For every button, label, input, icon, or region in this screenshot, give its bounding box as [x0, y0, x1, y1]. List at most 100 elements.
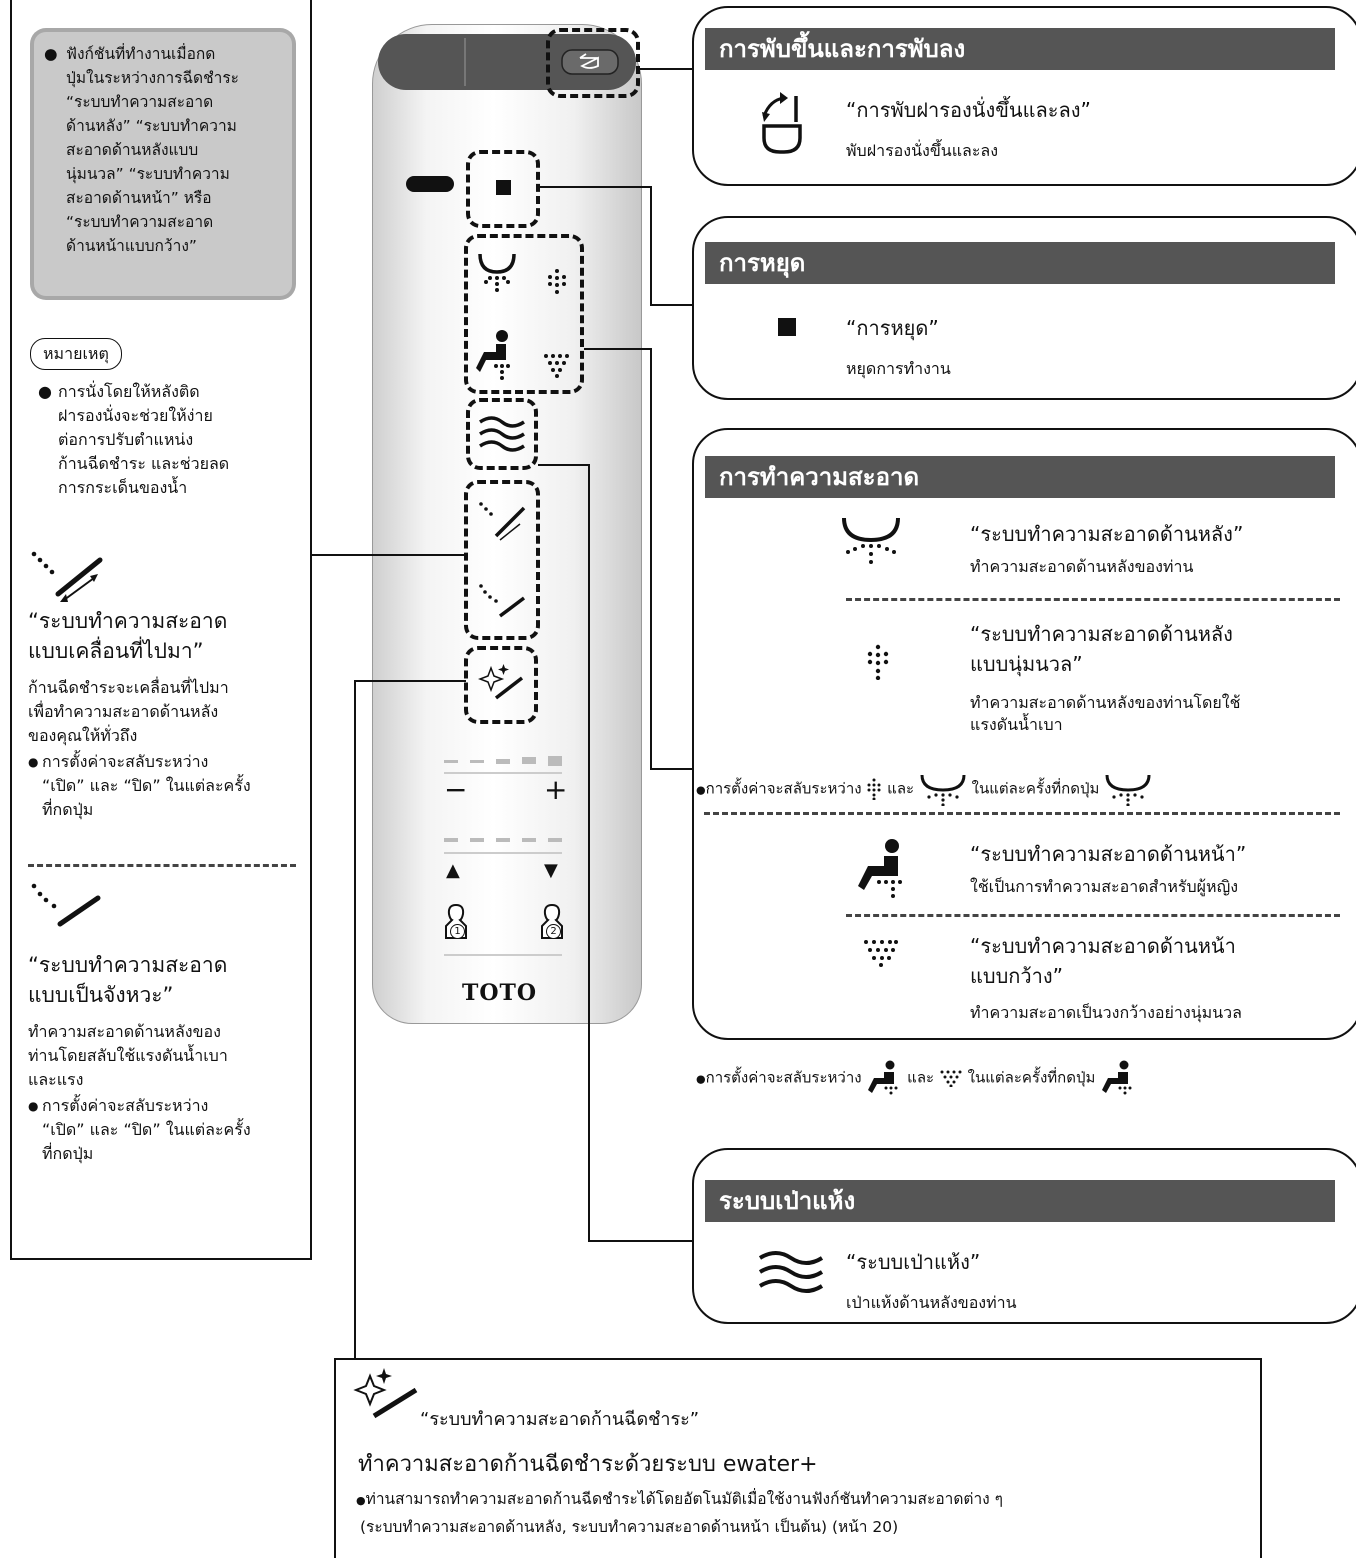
leader-line: [650, 768, 694, 770]
dryer-button-icon: [479, 416, 525, 452]
rear-cleansing-icon: [920, 774, 966, 807]
leader-line: [588, 1240, 694, 1242]
pressure-level-indicator: [444, 756, 564, 766]
remark-line: ก้านฉีดชำระ และช่วยลด: [58, 454, 230, 473]
note-line: “ระบบทำความสะอาด: [66, 93, 214, 111]
rear-cleansing-icon: [1105, 774, 1151, 807]
title-line: “ระบบทำความสะอาด: [28, 953, 228, 977]
toggle-text: ในแต่ละครั้งที่กดปุ่ม: [971, 779, 1100, 798]
wide-front-button-icon: [544, 354, 569, 378]
title-line: แบบเป็นจังหวะ”: [28, 983, 174, 1007]
desc-line: ทำความสะอาดด้านหลังของ: [28, 1022, 221, 1041]
pulsating-title: “ระบบทำความสะอาด แบบเป็นจังหวะ”: [28, 950, 227, 1010]
rear-cleansing-icon: [842, 517, 900, 564]
remark-line: การนั่งโดยให้หลังติด: [58, 382, 200, 401]
leader-line: [354, 680, 356, 1360]
oscillating-desc: ก้านฉีดชำระจะเคลื่อนที่ไปมา เพื่อทำความส…: [28, 676, 229, 748]
wand-clean-box: [334, 1358, 1262, 1558]
title-line: แบบนุ่มนวล”: [970, 652, 1083, 676]
oscillating-title: “ระบบทำความสะอาด แบบเคลื่อนที่ไปมา”: [28, 606, 227, 666]
soft-rear-cleansing-icon: [867, 644, 889, 680]
pulsating-button-icon: [479, 584, 526, 618]
cleansing-item-title: “ระบบทำความสะอาดด้านหน้า แบบกว้าง”: [970, 932, 1236, 990]
note-line: “เปิด” และ “ปิด” ในแต่ละครั้ง: [42, 1120, 251, 1139]
dryer-header: ระบบเป่าแห้ง: [705, 1180, 1335, 1222]
bullet: ●: [696, 783, 706, 797]
note-line: ด้านหลัง” “ระบบทำความ: [66, 117, 237, 135]
desc-line: ของคุณให้ทั่วถึง: [28, 726, 138, 745]
position-up-button[interactable]: ▲: [446, 860, 460, 881]
lid-desc: พับฝารองนั่งขึ้นและลง: [846, 141, 999, 160]
bullet: ●: [696, 1072, 706, 1086]
toggle-note-rear: ●การตั้งค่าจะสลับระหว่าง และ ในแต่ละครั้…: [696, 772, 1152, 807]
position-level-indicator: [444, 838, 564, 844]
note-line: การตั้งค่าจะสลับระหว่าง: [42, 1096, 209, 1115]
wide-front-cleansing-icon: [940, 1070, 962, 1088]
section-divider: [28, 864, 296, 867]
dryer-button[interactable]: [466, 398, 538, 470]
cleansing-item-desc: ทำความสะอาดเป็นวงกว้างอย่างนุ่มนวล: [970, 1003, 1242, 1022]
front-cleansing-icon: [868, 1060, 898, 1095]
cleansing-item-title: “ระบบทำความสะอาดด้านหลัง แบบนุ่มนวล”: [970, 620, 1233, 678]
position-down-button[interactable]: ▼: [544, 860, 558, 881]
cleansing-item-title: “ระบบทำความสะอาดด้านหลัง”: [970, 522, 1244, 546]
leader-line: [650, 304, 694, 306]
brand-logo: TOTO: [462, 980, 538, 1006]
toggle-text: ในแต่ละครั้งที่กดปุ่ม: [967, 1068, 1096, 1087]
wand-clean-title: “ระบบทำความสะอาดก้านฉีดชำระ”: [420, 1409, 700, 1430]
user2-button[interactable]: 2: [538, 902, 566, 942]
leader-line: [312, 554, 464, 556]
front-cleansing-button-icon: [476, 330, 510, 380]
title-line: “ระบบทำความสะอาดด้านหลัง: [970, 622, 1233, 646]
power-indicator: [406, 176, 454, 192]
stop-header: การหยุด: [705, 242, 1335, 284]
cleansing-button-group[interactable]: [464, 234, 584, 394]
cleansing-panel: [692, 428, 1356, 1040]
leader-line: [538, 464, 590, 466]
wand-clean-button-icon: [478, 664, 524, 700]
lid-button-icon: [561, 49, 619, 75]
cleansing-item-desc: ใช้เป็นการทำความสะอาดสำหรับผู้หญิง: [970, 877, 1239, 896]
wand-clean-desc: ●ท่านสามารถทำความสะอาดก้านฉีดชำระได้โดยอ…: [356, 1486, 1003, 1540]
note-line: นุ่มนวล” “ระบบทำความ: [66, 165, 230, 183]
title-line: แบบกว้าง”: [970, 964, 1063, 988]
remark-line: ฝารองนั่งจะช่วยให้ง่าย: [58, 406, 213, 425]
plus-button[interactable]: +: [544, 773, 568, 806]
leader-line: [584, 348, 652, 350]
desc-line: (ระบบทำความสะอาดด้านหลัง, ระบบทำความสะอา…: [360, 1518, 899, 1536]
toggle-text: และ: [907, 1068, 935, 1087]
stop-button[interactable]: [466, 150, 540, 228]
rear-cleansing-button-icon: [478, 253, 516, 292]
cleansing-header: การทำความสะอาด: [705, 456, 1335, 498]
remark-text: ● การนั่งโดยให้หลังติด ฝารองนั่งจะช่วยให…: [38, 380, 298, 500]
wide-front-cleansing-icon: [864, 940, 898, 967]
leader-line: [354, 680, 466, 682]
lid-title: “การพับฝารองนั่งขึ้นและลง”: [846, 98, 1091, 122]
front-cleansing-icon: [1102, 1060, 1132, 1095]
leader-line: [650, 186, 652, 306]
dryer-desc: เป่าแห้งด้านหลังของท่าน: [846, 1293, 1017, 1312]
function-note-text: ● ฟังก์ชันที่ทำงานเมื่อกด ปุ่มในระหว่างก…: [44, 42, 284, 258]
note-line: ปุ่มในระหว่างการฉีดชำระ: [66, 69, 239, 87]
user1-number: 1: [450, 924, 465, 939]
divider: [444, 954, 562, 956]
minus-button[interactable]: −: [444, 773, 468, 806]
user1-button[interactable]: 1: [442, 902, 470, 942]
oscillating-note: ● การตั้งค่าจะสลับระหว่าง “เปิด” และ “ปิ…: [28, 750, 251, 822]
leader-line: [650, 348, 652, 770]
lid-button[interactable]: [546, 28, 640, 98]
note-line: ที่กดปุ่ม: [42, 1144, 94, 1163]
stop-square-icon: [778, 318, 796, 336]
leader-line: [588, 464, 590, 1242]
seat-lid-icon: [762, 92, 802, 154]
note-line: ฟังก์ชันที่ทำงานเมื่อกด: [66, 45, 216, 63]
wand-clean-subtitle: ทำความสะอาดก้านฉีดชำระด้วยระบบ ewater+: [358, 1452, 818, 1477]
cleansing-item-title: “ระบบทำความสะอาดด้านหน้า”: [970, 842, 1247, 866]
remote-top-divider: [464, 38, 466, 86]
item-divider: [846, 914, 1340, 917]
note-line: ด้านหน้าแบบกว้าง”: [66, 237, 197, 255]
function-note-box: ● ฟังก์ชันที่ทำงานเมื่อกด ปุ่มในระหว่างก…: [30, 28, 296, 300]
title-line: แบบเคลื่อนที่ไปมา”: [28, 639, 204, 663]
wand-clean-button[interactable]: [464, 646, 538, 724]
nozzle-mode-button-group[interactable]: [464, 480, 540, 640]
